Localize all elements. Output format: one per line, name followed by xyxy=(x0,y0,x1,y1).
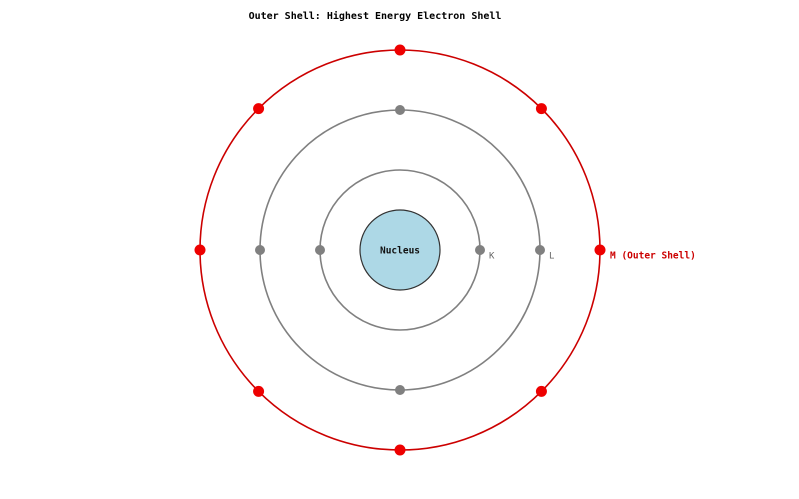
shell-m-label: M (Outer Shell) xyxy=(610,251,696,262)
electron-m xyxy=(194,244,206,256)
electron-m xyxy=(394,44,406,56)
electron-l xyxy=(535,245,545,255)
electron-m xyxy=(394,444,406,456)
electron-m xyxy=(253,385,265,397)
diagram-title: Outer Shell: Highest Energy Electron She… xyxy=(249,10,502,22)
nucleus-circle xyxy=(359,209,441,291)
nucleus-label: Nucleus xyxy=(380,246,420,257)
shell-labels: K L M (Outer Shell) xyxy=(489,251,696,262)
electron-l xyxy=(395,385,405,395)
electron-k xyxy=(475,245,485,255)
shell-k-label: K xyxy=(489,252,495,262)
electron-k xyxy=(315,245,325,255)
electron-l xyxy=(255,245,265,255)
electrons xyxy=(194,44,606,456)
shell-l-label: L xyxy=(549,252,554,262)
electron-m xyxy=(535,385,547,397)
electron-m xyxy=(594,244,606,256)
electron-m xyxy=(535,103,547,115)
nucleus: Nucleus xyxy=(359,209,441,291)
electron-m xyxy=(253,103,265,115)
electron-l xyxy=(395,105,405,115)
